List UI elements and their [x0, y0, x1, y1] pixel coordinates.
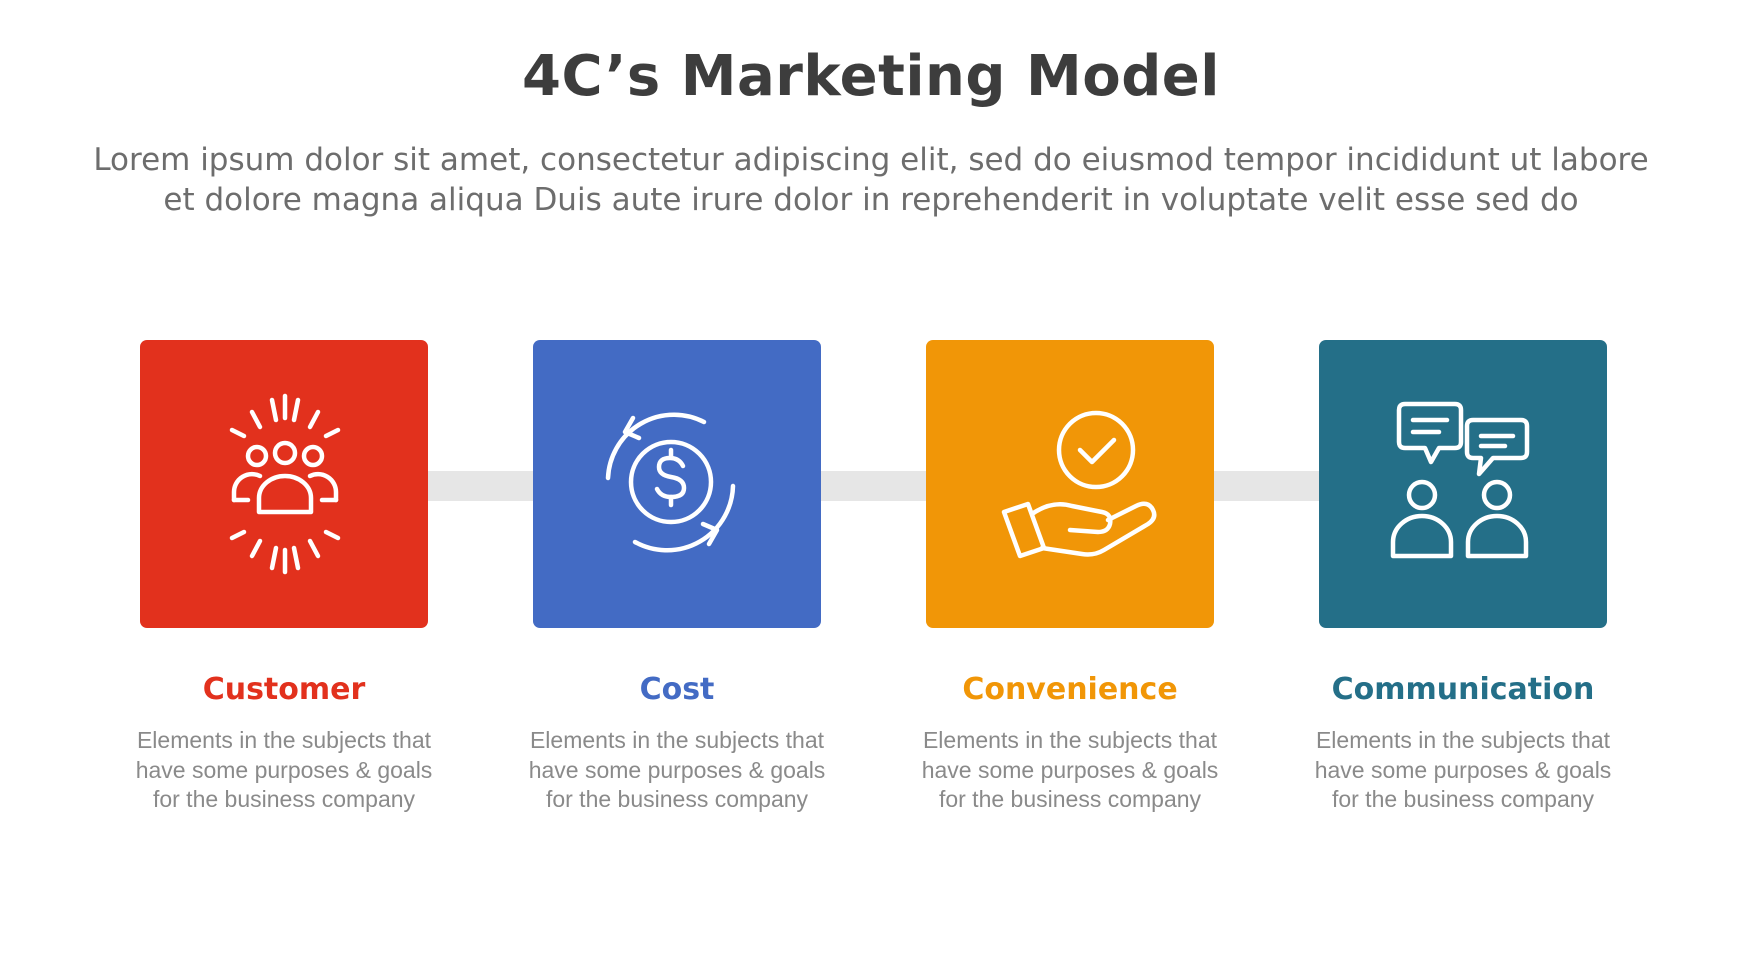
- convenience-description: Elements in the subjects that have some …: [921, 727, 1219, 812]
- communication-box: [1319, 340, 1607, 628]
- subtitle-line-1: Lorem ipsum dolor sit amet, consectetur …: [93, 142, 1649, 178]
- chat-people-icon: [1390, 401, 1530, 559]
- cost-box: [533, 340, 821, 628]
- page-title: 4C’s Marketing Model: [522, 44, 1220, 109]
- communication-description: Elements in the subjects that have some …: [1314, 727, 1612, 812]
- subtitle-line-2: et dolore magna aliqua Duis aute irure d…: [163, 182, 1579, 218]
- customer-group-icon: [229, 393, 341, 575]
- convenience-label: Convenience: [962, 672, 1178, 707]
- cost-label: Cost: [639, 672, 715, 707]
- customer-box: [140, 340, 428, 628]
- customer-label: Customer: [202, 672, 366, 707]
- dollar-cycle-icon: [605, 412, 736, 553]
- communication-label: Communication: [1331, 672, 1595, 707]
- subtitle: Lorem ipsum dolor sit amet, consectetur …: [70, 140, 1672, 220]
- hand-check-icon: [1001, 410, 1157, 559]
- convenience-box: [926, 340, 1214, 628]
- customer-description: Elements in the subjects that have some …: [135, 727, 433, 812]
- cost-description: Elements in the subjects that have some …: [528, 727, 826, 812]
